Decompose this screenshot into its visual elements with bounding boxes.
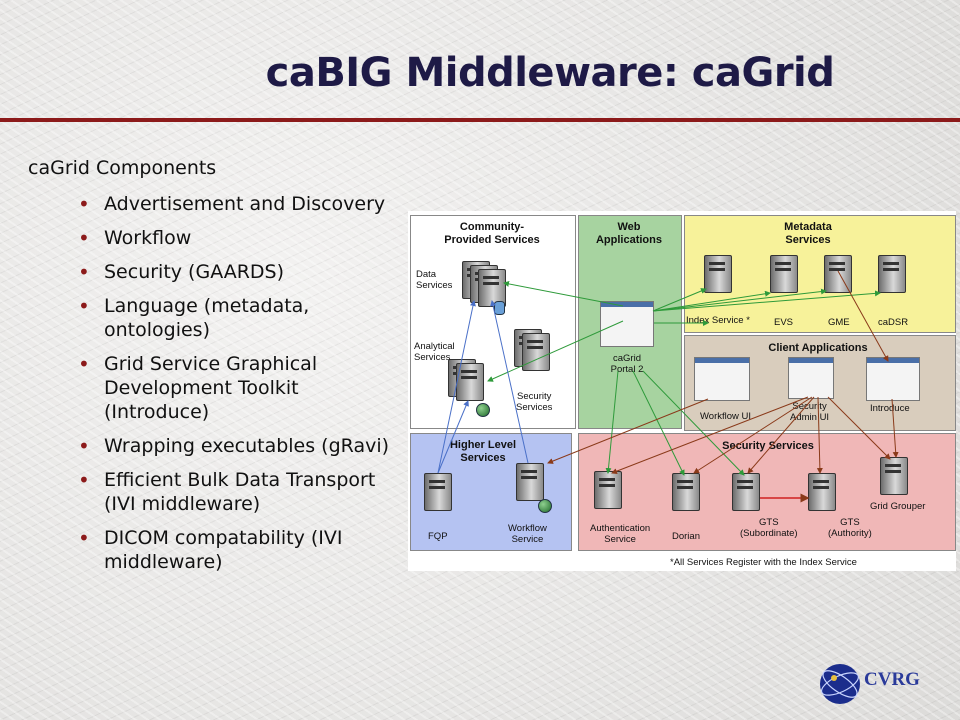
- bullet-item: DICOM compatability (IVI middleware): [78, 526, 408, 574]
- introduce-label: Introduce: [870, 403, 910, 414]
- dorian-label: Dorian: [672, 531, 700, 542]
- gme-server-icon: [824, 255, 852, 293]
- dorian-server-icon: [672, 473, 700, 511]
- title-divider: [0, 118, 960, 122]
- workflow-service-server-icon: [516, 463, 544, 501]
- bullet-item: Advertisement and Discovery: [78, 192, 408, 216]
- metadata-title: Metadata Services: [784, 221, 832, 246]
- client-title: Client Applications: [768, 342, 868, 354]
- gts-authority-label: GTS (Authority): [828, 517, 872, 539]
- data-services-label: Data Services: [416, 269, 453, 291]
- bullet-item: Security (GAARDS): [78, 260, 408, 284]
- security-services-label: Security Services: [516, 391, 553, 413]
- grid-grouper-server-icon: [880, 457, 908, 495]
- gme-label: GME: [828, 317, 850, 328]
- portal-screenshot: [600, 301, 654, 347]
- bullet-item: Language (metadata, ontologies): [78, 294, 408, 342]
- auth-service-label: Authentication Service: [590, 523, 651, 545]
- slide-title: caBIG Middleware: caGrid: [265, 50, 835, 96]
- globe-icon: [476, 403, 490, 417]
- database-icon: [494, 301, 505, 315]
- globe-icon: [538, 499, 552, 513]
- workflow-ui-label: Workflow UI: [700, 411, 752, 422]
- gts-subordinate-label: GTS (Subordinate): [740, 517, 798, 539]
- components-list: Advertisement and Discovery Workflow Sec…: [78, 192, 408, 584]
- connector-lines: [437, 270, 899, 503]
- introduce-screenshot: [866, 357, 920, 401]
- workflow-service-label: Workflow Service: [508, 523, 547, 545]
- web-title: Web Applications: [595, 221, 662, 246]
- gts-subordinate-server-icon: [732, 473, 760, 511]
- analytical-server-icon: [456, 363, 484, 401]
- community-region: [410, 215, 576, 429]
- fqp-server-icon: [424, 473, 452, 511]
- community-title: Community- Provided Services: [444, 221, 540, 246]
- footnote: *All Services Register with the Index Se…: [670, 557, 857, 568]
- fqp-label: FQP: [428, 531, 448, 542]
- security-admin-label: Security Admin UI: [790, 401, 830, 423]
- workflow-ui-screenshot: [694, 357, 750, 401]
- architecture-diagram: Community- Provided Services Web Applica…: [408, 211, 956, 571]
- bullet-item: Grid Service Graphical Development Toolk…: [78, 352, 408, 424]
- index-service-server-icon: [704, 255, 732, 293]
- cvrg-logo-text: CVRG: [864, 669, 920, 690]
- analytical-services-label: Analytical Services: [414, 341, 455, 363]
- cvrg-logo-icon: [820, 664, 860, 704]
- security-admin-screenshot: [788, 357, 834, 399]
- bullet-item: Workflow: [78, 226, 408, 250]
- cadsr-label: caDSR: [878, 317, 909, 328]
- grid-grouper-label: Grid Grouper: [870, 501, 926, 512]
- security-title: Security Services: [722, 440, 814, 452]
- bullet-item: Wrapping executables (gRavi): [78, 434, 408, 458]
- higher-title: Higher Level Services: [449, 439, 517, 464]
- security-services-server-icon: [522, 333, 550, 371]
- gts-authority-server-icon: [808, 473, 836, 511]
- components-heading: caGrid Components: [28, 157, 217, 179]
- evs-server-icon: [770, 255, 798, 293]
- index-service-label: Index Service *: [686, 315, 750, 326]
- evs-label: EVS: [774, 317, 794, 328]
- cadsr-server-icon: [878, 255, 906, 293]
- bullet-item: Efficient Bulk Data Transport (IVI middl…: [78, 468, 408, 516]
- portal-label: caGrid Portal 2: [610, 353, 644, 375]
